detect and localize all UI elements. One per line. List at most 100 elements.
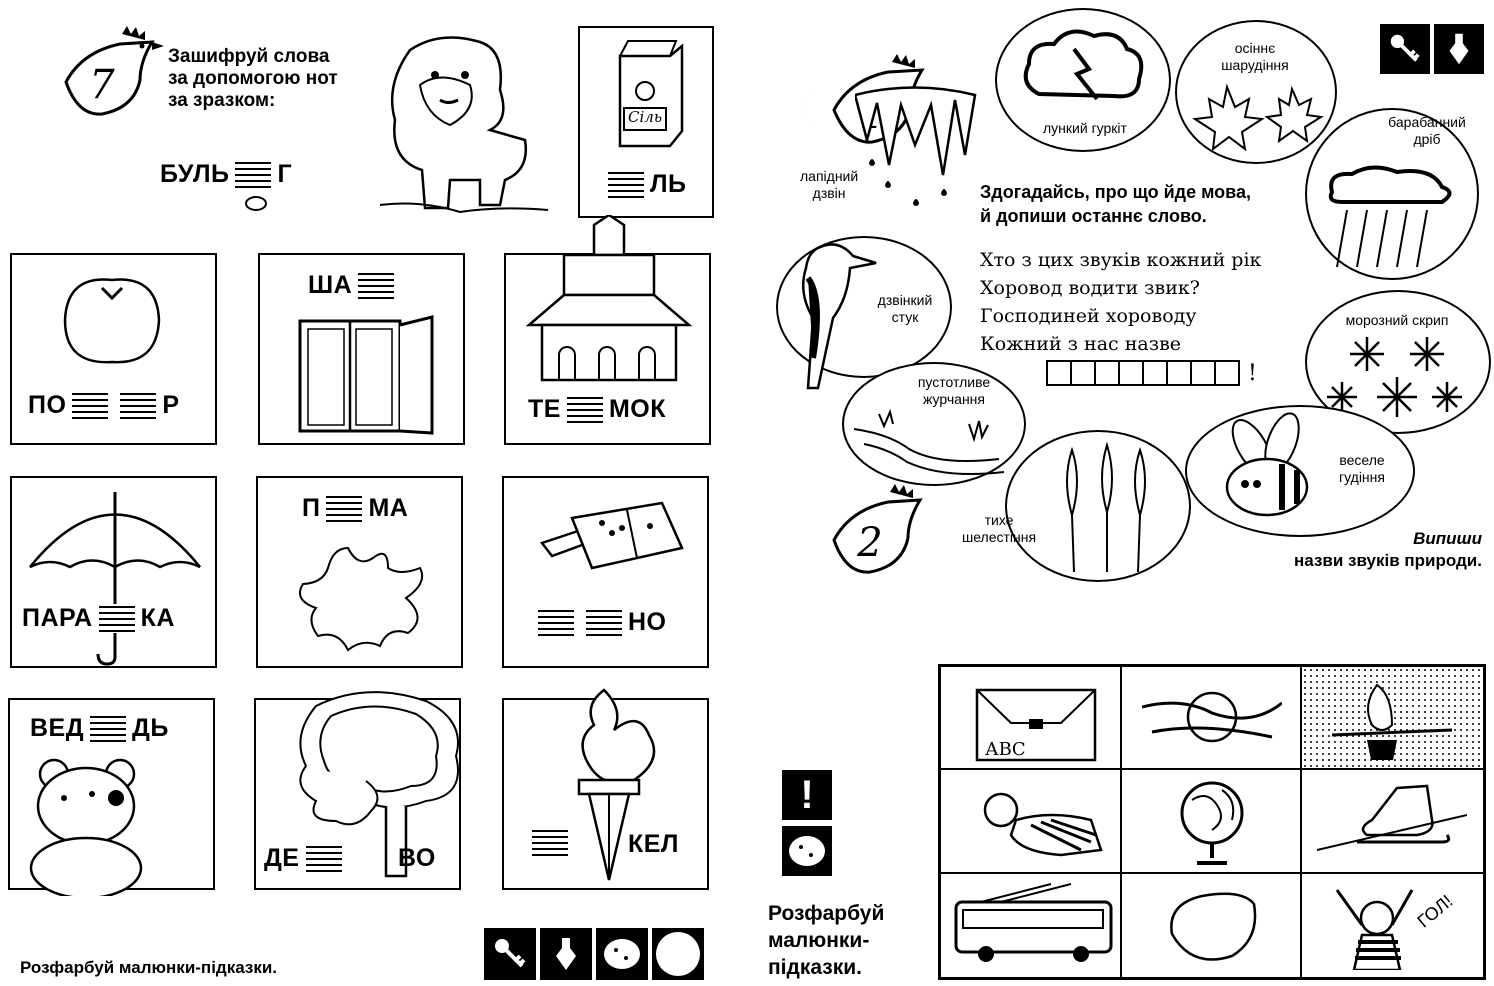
instruction-line-2: за допомогою нот xyxy=(168,68,338,89)
sound-label-wheat: тихе шелестіння xyxy=(962,512,1036,546)
card-word: ВЕД ДЬ xyxy=(30,714,169,743)
wardrobe-illustration xyxy=(298,315,434,435)
card-word-end: КЕЛ xyxy=(628,830,679,859)
bubble-bee: веселе гудіння xyxy=(1185,405,1415,537)
label-line: гудіння xyxy=(1339,469,1385,485)
globe-icon xyxy=(1180,781,1244,866)
winter-tree-icon xyxy=(1332,683,1453,760)
briefcase-icon: АВС xyxy=(975,688,1097,762)
key-icon xyxy=(1380,24,1430,74)
answer-cell[interactable] xyxy=(1046,360,1072,386)
answer-cell[interactable] xyxy=(1094,360,1120,386)
word-part-a: ДЕ xyxy=(264,844,300,872)
skate-icon xyxy=(1317,785,1468,852)
music-staff xyxy=(120,392,157,419)
bubble-leaves: осіннє шарудіння xyxy=(1175,20,1337,164)
label-line: лапідний xyxy=(800,168,859,184)
icicles-illustration xyxy=(855,86,977,206)
salt-package-label: Сіль xyxy=(628,108,662,126)
music-staff xyxy=(90,715,127,742)
svg-text:АВС: АВС xyxy=(985,739,1026,760)
grid-cell-lemon xyxy=(1122,873,1303,977)
answer-boxes[interactable]: ! xyxy=(1046,360,1257,386)
card-torch: КЕЛ xyxy=(502,688,709,890)
sound-label-thunder: лункий гуркіт xyxy=(1043,120,1127,136)
woodpecker-icon xyxy=(801,243,877,390)
bubble-wheat xyxy=(1005,430,1191,582)
maple-leaf-icon xyxy=(1192,83,1324,152)
torch-illustration xyxy=(577,688,656,881)
card-tower: ТЕ МОК xyxy=(504,215,711,445)
answer-cell[interactable] xyxy=(1070,360,1096,386)
word-part-a: П xyxy=(302,494,321,522)
fan-cat-icon: ГОЛ! xyxy=(1336,888,1457,970)
label-line: шарудіння xyxy=(1221,57,1289,73)
answer-cell[interactable] xyxy=(1190,360,1216,386)
word-part-a: ПО xyxy=(28,391,67,419)
sound-label-bee: веселе гудіння xyxy=(1327,452,1397,486)
word-part-b: МОК xyxy=(608,395,666,423)
card-umbrella: ПАРА КА xyxy=(10,476,217,668)
answer-exclamation: ! xyxy=(1248,360,1257,386)
svg-text:2: 2 xyxy=(856,520,882,566)
task-number: 7 xyxy=(89,62,115,108)
pen-nib-icon xyxy=(1434,24,1484,74)
card-bear: ВЕД ДЬ xyxy=(8,698,215,896)
answer-cell[interactable] xyxy=(1118,360,1144,386)
music-staff xyxy=(538,609,574,636)
instruction-line-1: Зашифруй слова xyxy=(168,46,330,67)
grid-cell-moon xyxy=(1121,667,1303,771)
answer-cell[interactable] xyxy=(1166,360,1192,386)
task2-instruction: Випиши назви звуків природи. xyxy=(1232,528,1482,572)
word-part-b: ЛЬ xyxy=(650,170,687,198)
bubble-thunder: лункий гуркіт xyxy=(995,8,1171,152)
music-staff xyxy=(72,392,109,419)
grid-cell-trolleybus xyxy=(941,873,1122,977)
word-part-a: ПАРА xyxy=(22,604,93,632)
legend-icons-right-top xyxy=(1380,24,1484,74)
rain-cloud-icon xyxy=(1328,165,1452,268)
card-tree: ДЕ ВО xyxy=(254,691,461,890)
salt-box-illustration xyxy=(618,40,684,148)
card-wardrobe: ША xyxy=(258,253,465,445)
example-part-b: Г xyxy=(277,160,293,188)
poem: Хто з цих звуків кожний рік Хоровод води… xyxy=(980,246,1261,358)
card-stain: П МА xyxy=(256,476,463,668)
bubble-stream: пустотливе журчання xyxy=(842,362,1026,486)
label-line: пустотливе xyxy=(917,374,991,390)
lemon-icon xyxy=(1169,892,1256,961)
salt-word: ЛЬ xyxy=(602,170,687,199)
word-part-a: ТЕ xyxy=(528,395,561,423)
music-staff xyxy=(566,396,603,423)
answer-cell[interactable] xyxy=(1214,360,1240,386)
question-line: Здогадайсь, про що йде мова, xyxy=(980,182,1252,202)
exclamation-icon: ! xyxy=(782,770,832,820)
music-staff xyxy=(358,272,395,299)
sound-label-drops: лапідний дзвін xyxy=(800,168,858,202)
word-part-a: ША xyxy=(308,271,353,299)
tree-illustration xyxy=(299,691,459,878)
sound-label-leaves: осіннє шарудіння xyxy=(1205,40,1305,74)
label-line: тихе xyxy=(984,512,1014,528)
footer-line: підказки. xyxy=(768,956,862,979)
answer-cell[interactable] xyxy=(1142,360,1168,386)
sound-label-frost: морозний скрип xyxy=(1345,312,1449,328)
word-part-b: КА xyxy=(140,604,175,632)
bubble-woodpecker: дзвінкий стук xyxy=(776,236,952,390)
teddy-bear-illustration xyxy=(29,758,143,896)
word-part-b: ДЬ xyxy=(132,714,169,742)
bubble-rain: барабанний дріб xyxy=(1305,108,1479,280)
grid-cell-globe xyxy=(1121,770,1303,874)
example-part-a: БУЛЬ xyxy=(160,160,230,188)
label-line: осіннє xyxy=(1234,40,1276,56)
card-tomato: ПО Р xyxy=(10,253,217,445)
card-word: ПО Р xyxy=(28,391,180,420)
footer-right: Розфарбуй малюнки- підказки. xyxy=(768,900,884,981)
music-staff xyxy=(235,161,272,211)
grid-cell-skate xyxy=(1302,770,1483,874)
instruction-line: Випиши xyxy=(1413,529,1482,548)
card-word: НО xyxy=(532,608,667,637)
key-icon xyxy=(484,928,536,980)
grid-cell-lying-man xyxy=(941,770,1122,874)
poem-line: Господиней хороводу xyxy=(980,305,1197,327)
